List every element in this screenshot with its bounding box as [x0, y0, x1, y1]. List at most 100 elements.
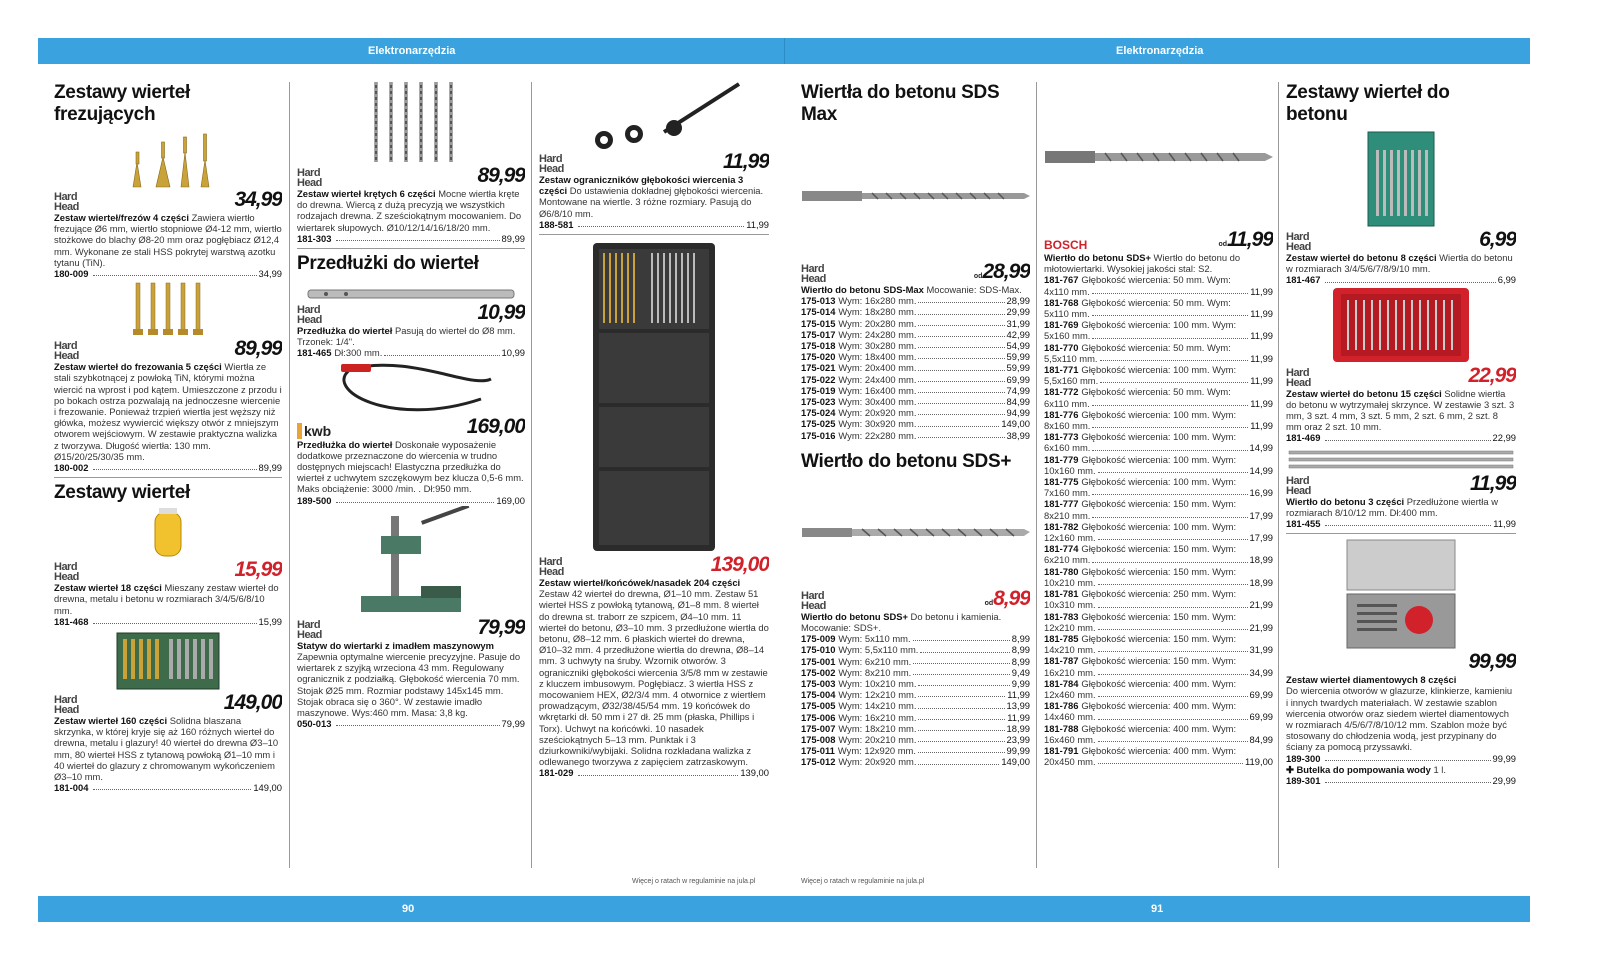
green-case-image: [1367, 131, 1435, 227]
product-name: Zestaw wierteł do frezowania 5 części: [54, 361, 222, 373]
footer-band: [38, 896, 1530, 922]
hardhead-logo: Hard Head: [297, 304, 322, 327]
table-row-cont: 5x160 mm.11,99: [1044, 330, 1273, 341]
product-price: 34,99: [234, 188, 282, 211]
row-price: 74,99: [1006, 384, 1030, 396]
row-dimension: 7x160 mm.: [1044, 487, 1091, 499]
hardhead-logo: Hard Head: [801, 263, 826, 285]
column-divider: [1036, 82, 1037, 868]
table-row-cont: 16x460 mm.84,99: [1044, 734, 1273, 745]
hardhead-logo: Hard Head: [54, 694, 79, 717]
column-divider: [289, 82, 290, 868]
row-dimension: 5x110 mm.: [1044, 308, 1090, 320]
accessory-description: 1 l.: [1430, 763, 1446, 775]
row-text: Głębokość wiercenia: 400 mm. Wym:: [1081, 700, 1237, 712]
row-text: Głębokość wiercenia: 50 mm. Wym:: [1081, 274, 1231, 286]
row-text: Wym: 14x210 mm.: [838, 700, 917, 712]
row-dimension: 14x210 mm.: [1044, 644, 1096, 656]
row-text: Głębokość wiercenia: 400 mm. Wym:: [1081, 744, 1237, 756]
product-name: Zestaw wierteł krętych 6 części: [297, 188, 436, 199]
product-code: 181-004: [54, 782, 89, 794]
product-description: Wiertło do betonu do młotowiertarki. Wys…: [1044, 252, 1241, 275]
row-price: 11,99: [1007, 711, 1030, 723]
product-name: Zestaw wierteł do betonu 15 części: [1286, 387, 1442, 399]
table-row-cont: 6x110 mm.11,99: [1044, 398, 1273, 409]
row-code: 181-781: [1044, 588, 1079, 600]
product-name: Zestaw ograniczników głębokości wierceni…: [539, 174, 744, 197]
row-code: 175-015: [801, 317, 836, 329]
row-price: 18,99: [1249, 554, 1273, 566]
table-row-cont: 5,5x110 mm.11,99: [1044, 353, 1273, 364]
table-row-cont: 10x160 mm.14,99: [1044, 465, 1273, 476]
row-code: 181-776: [1044, 408, 1079, 420]
product-image: [1286, 538, 1516, 650]
flexible-shaft-image: [341, 363, 492, 411]
row-code: 175-021: [801, 362, 836, 374]
product-description: Solidna blaszana skrzynka, w której kryj…: [54, 715, 279, 783]
product-description: Mieszany zestaw wierteł do drewna, metal…: [54, 582, 279, 616]
row-text: Wym: 30x280 mm.: [838, 340, 917, 352]
row-code: 175-004: [801, 689, 836, 701]
row-text: Wym: 16x210 mm.: [838, 711, 917, 723]
hardhead-logo: Hard Head: [1286, 366, 1311, 389]
table-row-cont: 8x160 mm.11,99: [1044, 420, 1273, 431]
row-price: 11,99: [1250, 285, 1273, 297]
page-number-left: 90: [402, 903, 415, 915]
table-row-cont: 10x210 mm.18,99: [1044, 577, 1273, 588]
product-name: Zestaw wierteł/końcówek/nasadek 204 częś…: [539, 577, 741, 589]
row-dimension: 16x460 mm.: [1044, 733, 1096, 745]
product-description: Zestaw 42 wierteł do drewna, Ø1–10 mm. Z…: [539, 588, 769, 768]
row-text: Wym: 20x920 mm.: [838, 756, 917, 768]
row-code: 181-782: [1044, 520, 1079, 532]
row-text: Wym: 20x210 mm.: [838, 734, 917, 746]
row-price: 13,99: [1006, 700, 1030, 712]
row-code: 181-774: [1044, 543, 1079, 555]
row-price: 119,00: [1245, 756, 1273, 768]
row-price: 11,99: [746, 218, 769, 230]
product-card[interactable]: 99,99 Zestaw wierteł diamentowych 8 częś…: [1286, 538, 1516, 786]
row-text: Wym: 30x400 mm.: [838, 396, 917, 408]
product-price: 99,99: [1468, 650, 1516, 674]
row-dimension: 12x160 mm.: [1044, 532, 1096, 544]
product-image: [801, 477, 1030, 587]
row-text: Wym: 18x400 mm.: [838, 351, 917, 363]
header-left-label: Elektronarzędzia: [368, 45, 456, 57]
row-code: 181-767: [1044, 274, 1079, 286]
table-row-cont: 10x310 mm.21,99: [1044, 599, 1273, 610]
row-price: 17,99: [1249, 532, 1273, 544]
product-name: Zestaw wierteł diamentowych 8 części: [1286, 674, 1457, 686]
product-code: 181-303: [297, 232, 332, 244]
